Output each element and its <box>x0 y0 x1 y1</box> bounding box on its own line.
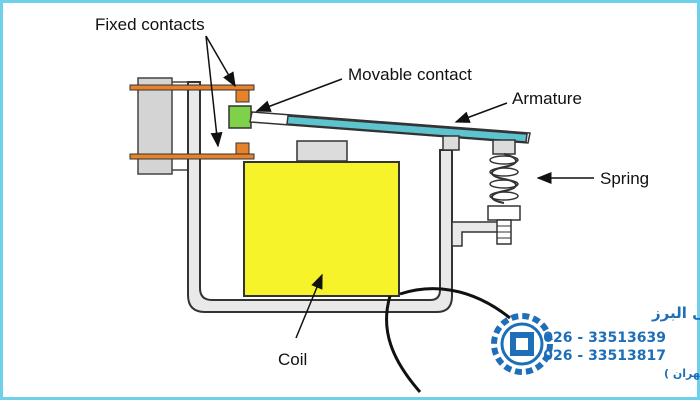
watermark-phone-2: 026 - 33513817 <box>543 348 666 364</box>
spring-mount <box>492 139 516 155</box>
gear-logo-icon <box>491 313 553 375</box>
movable-contact <box>228 105 252 129</box>
lower-fixed-contact <box>235 142 250 155</box>
support-block <box>137 77 173 175</box>
spring-bracket <box>451 221 501 247</box>
yoke-frame <box>187 81 453 313</box>
lower-fixed-arm <box>129 153 255 160</box>
upper-fixed-contact <box>235 89 250 103</box>
spring-coil <box>491 153 517 204</box>
upper-fixed-arm <box>129 84 255 91</box>
spring-label: Spring <box>600 169 649 188</box>
watermark-title: مجتمع فنی البرز <box>651 304 700 322</box>
armature-pivot <box>442 135 460 151</box>
pole-piece <box>296 140 348 162</box>
coil-label: Coil <box>278 350 307 369</box>
coil-wire-1 <box>385 295 422 393</box>
watermark-subtitle: ( شعبه فن آموزان تهران ) <box>664 366 700 380</box>
adjusting-nut <box>487 205 521 221</box>
coil-wire-2 <box>399 287 511 320</box>
fixed-contacts-label: Fixed contacts <box>95 15 205 34</box>
watermark-phone-1: 026 - 33513639 <box>543 330 666 346</box>
armature-plate <box>286 115 528 143</box>
movable-contact-label: Movable contact <box>348 65 472 84</box>
armature-label: Armature <box>512 89 582 108</box>
